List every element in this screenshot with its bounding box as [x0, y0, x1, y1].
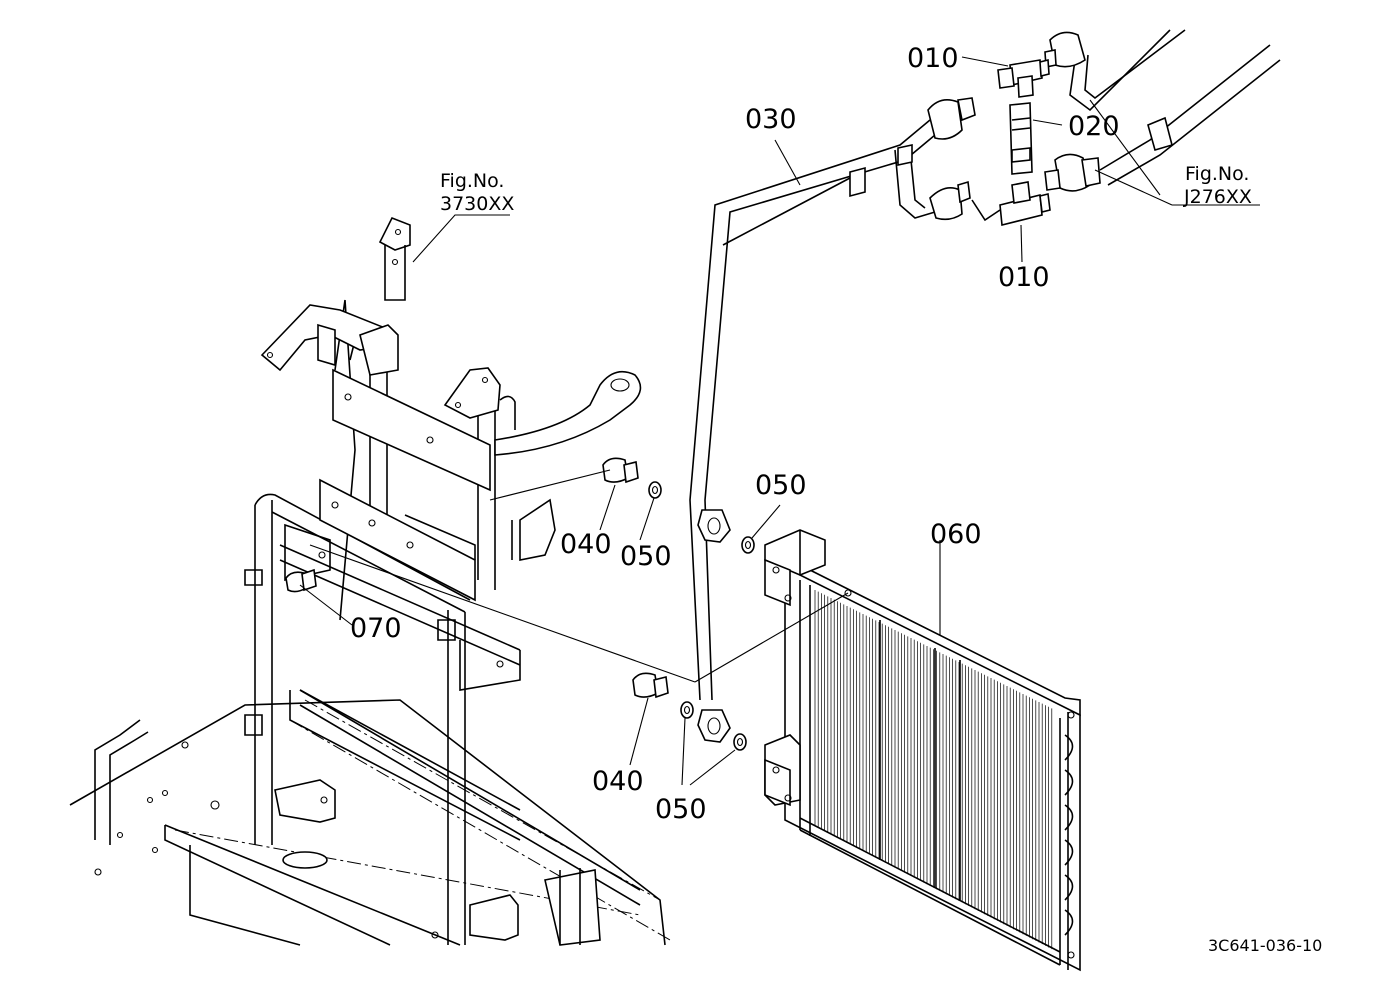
fig-ref-left-label: Fig.No.: [440, 170, 504, 192]
drawing-code: 3C641-036-10: [1208, 936, 1322, 955]
callout-050-top-left: 050: [620, 541, 672, 572]
pipes-j276: [1044, 29, 1281, 192]
fig-ref-right-number: J276XX: [1183, 186, 1252, 208]
callout-010-top: 010: [907, 43, 959, 74]
hose-030: [689, 97, 976, 743]
callout-050-bottom: 050: [655, 794, 707, 825]
callout-060: 060: [930, 519, 982, 550]
callout-070: 070: [350, 613, 402, 644]
callout-040-top: 040: [560, 529, 612, 560]
callout-labels: 010 020 010 030 040 050 050 060 070 040 …: [350, 43, 1120, 825]
figure-references: Fig.No. 3730XX Fig.No. J276XX: [440, 163, 1252, 215]
fig-ref-right-label: Fig.No.: [1185, 163, 1249, 185]
callout-050-top-right: 050: [755, 470, 807, 501]
condenser-060: [764, 529, 1081, 972]
bolts-washers: [285, 457, 755, 751]
callout-040-bottom: 040: [592, 766, 644, 797]
callout-030: 030: [745, 104, 797, 135]
frame-structure: [69, 216, 671, 946]
callout-010-bottom: 010: [998, 262, 1050, 293]
fittings-010-020: [971, 58, 1051, 227]
callout-020: 020: [1068, 111, 1120, 142]
fig-ref-left-number: 3730XX: [440, 193, 514, 215]
leader-lines: [299, 56, 1260, 786]
condenser-fins: [814, 590, 1053, 950]
